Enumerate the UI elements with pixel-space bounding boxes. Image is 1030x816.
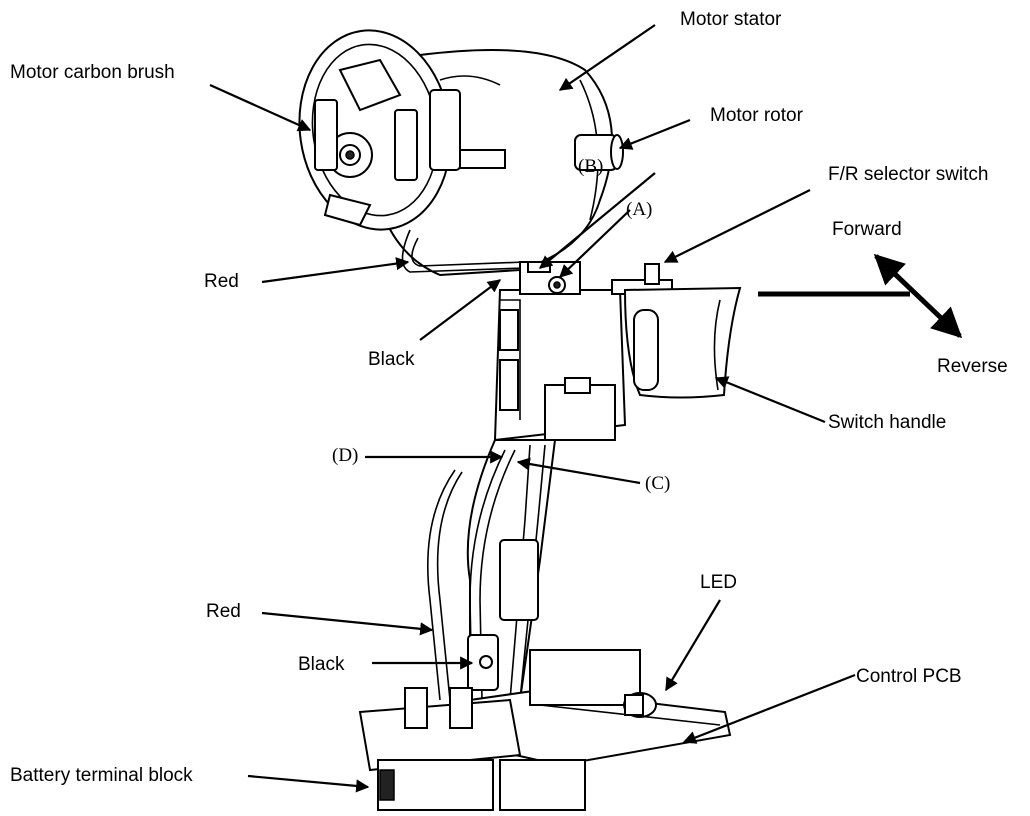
battery-terminal-block-part bbox=[358, 687, 586, 811]
label-control-pcb: Control PCB bbox=[856, 666, 962, 687]
label-red-lower: Red bbox=[206, 601, 241, 622]
ref-b: (B) bbox=[578, 156, 604, 177]
label-red-upper: Red bbox=[204, 271, 239, 292]
switch-handle-trigger bbox=[623, 286, 742, 399]
forward-reverse-indicator bbox=[758, 253, 963, 339]
label-motor-rotor: Motor rotor bbox=[710, 105, 803, 126]
label-black-lower: Black bbox=[298, 654, 345, 675]
label-fr-selector-switch: F/R selector switch bbox=[828, 164, 989, 185]
label-reverse: Reverse bbox=[937, 356, 1008, 377]
ref-d: (D) bbox=[332, 445, 359, 466]
ref-c: (C) bbox=[645, 473, 671, 494]
switch-body bbox=[493, 261, 627, 442]
label-black-upper: Black bbox=[368, 349, 415, 370]
wire-harness bbox=[427, 439, 557, 701]
label-forward: Forward bbox=[832, 219, 902, 240]
label-motor-stator: Motor stator bbox=[680, 9, 782, 30]
label-switch-handle: Switch handle bbox=[828, 412, 947, 433]
control-pcb bbox=[469, 649, 732, 767]
led bbox=[623, 692, 657, 718]
ref-a: (A) bbox=[626, 199, 653, 220]
label-led: LED bbox=[700, 572, 737, 593]
label-battery-terminal-block: Battery terminal block bbox=[10, 765, 193, 786]
motor-carbon-brush-holder bbox=[298, 29, 506, 231]
label-motor-carbon-brush: Motor carbon brush bbox=[10, 62, 175, 83]
